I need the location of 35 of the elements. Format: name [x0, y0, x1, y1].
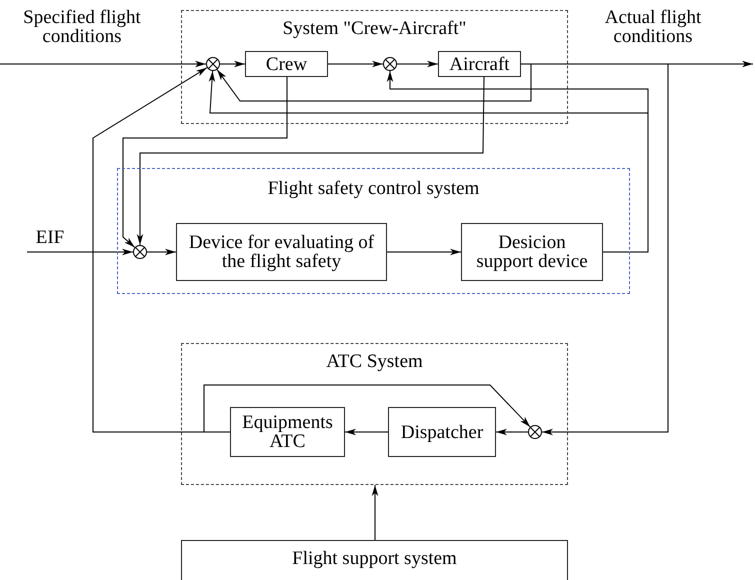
process-box: Aircraft	[438, 51, 521, 77]
process-box: Device for evaluating of the flight safety	[176, 223, 387, 281]
arrow	[136, 76, 484, 246]
signal-label: EIF	[34, 228, 66, 247]
arrow	[146, 248, 176, 256]
arrow	[216, 64, 532, 102]
signal-label: Specified flight conditions	[22, 8, 142, 46]
group-title: Flight safety control system	[268, 179, 480, 198]
process-box: Crew	[245, 51, 328, 77]
arrow	[208, 70, 648, 252]
process-box: Dispatcher	[388, 407, 496, 457]
summing-junction	[383, 57, 397, 71]
arrow	[386, 248, 462, 256]
arrow	[122, 76, 288, 248]
system-boundary	[117, 168, 630, 294]
arrow	[396, 60, 438, 68]
summing-junction	[133, 245, 147, 259]
group-title: System "Crew-Aircraft"	[282, 19, 466, 38]
arrow	[372, 484, 378, 540]
arrow	[220, 60, 246, 68]
arrow	[204, 384, 531, 432]
summing-junction	[528, 425, 542, 439]
system-boundary	[181, 343, 568, 485]
summing-junction	[206, 57, 220, 71]
process-box: Desicion support device	[461, 223, 603, 281]
arrow	[0, 60, 206, 68]
arrow	[496, 428, 528, 436]
arrow	[26, 248, 134, 256]
arrow	[344, 428, 388, 436]
system-boundary	[181, 10, 568, 124]
process-box: Equipments ATC	[230, 407, 345, 457]
process-box: Flight support system	[181, 540, 568, 580]
group-title: ATC System	[326, 352, 423, 371]
signal-label: Actual flight conditions	[604, 8, 702, 46]
arrow	[328, 60, 384, 68]
